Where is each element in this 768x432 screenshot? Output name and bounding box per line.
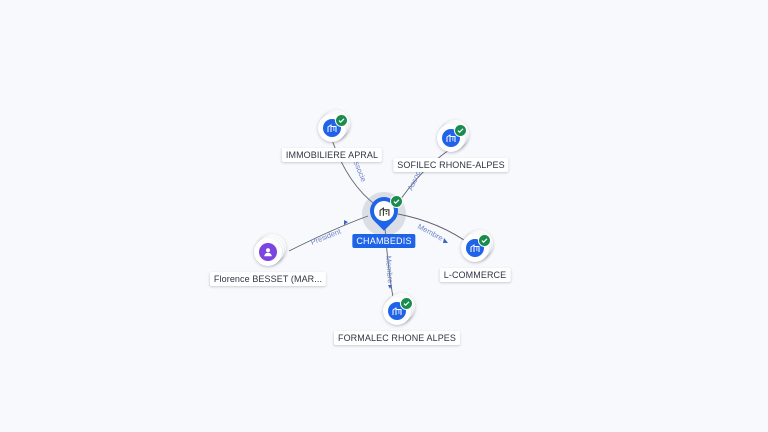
edge-label-lcommerce: Membre [416, 222, 445, 243]
arrow-formalec [388, 285, 392, 289]
verified-check-icon [454, 124, 467, 137]
verified-check-icon [390, 195, 403, 208]
arrow-lcommerce [443, 238, 448, 243]
verified-check-icon [335, 114, 348, 127]
node-label: FORMALEC RHONE ALPES [333, 331, 461, 345]
node-label: L-COMMERCE [439, 268, 511, 282]
person-icon [259, 243, 277, 261]
node-label: Florence BESSET (MAR... [209, 272, 327, 286]
node-label: SOFILEC RHONE-ALPES [393, 158, 509, 172]
verified-check-icon [400, 297, 413, 310]
node-label: IMMOBILIERE APRAL [281, 148, 383, 162]
edge-florence [288, 215, 369, 252]
building-icon [374, 201, 394, 221]
arrow-florence [344, 220, 348, 225]
center-node-label: CHAMBEDIS [352, 234, 416, 248]
verified-check-icon [478, 234, 491, 247]
edge-label-formalec: Membre [384, 256, 395, 284]
edge-label-florence: President [309, 226, 343, 247]
